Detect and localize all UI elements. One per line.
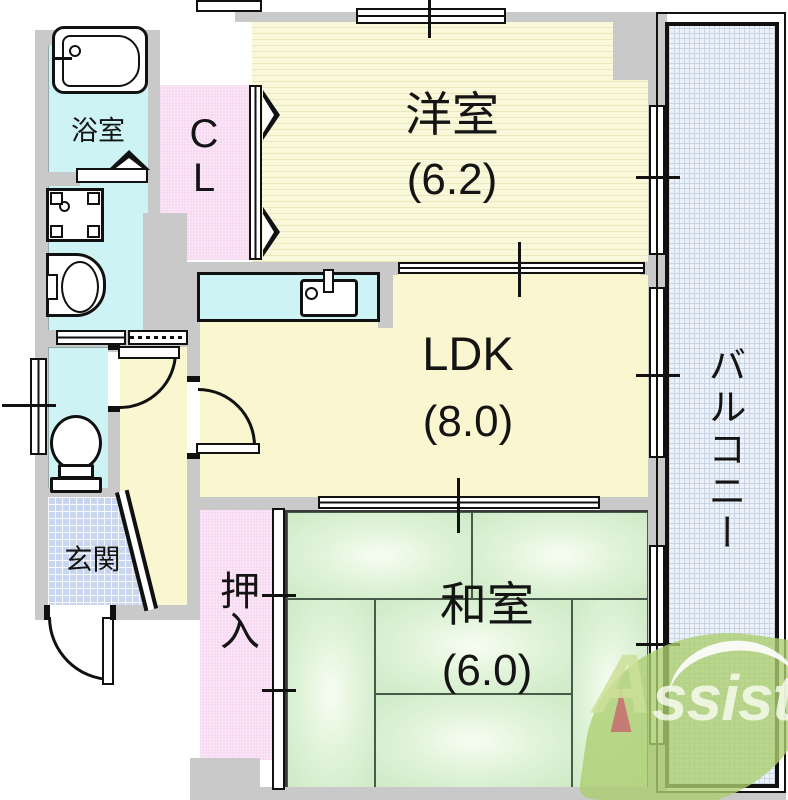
fusuma-tick [262, 594, 296, 597]
tatami-mat [287, 512, 472, 599]
door-opening [187, 382, 200, 453]
door-jamb [44, 605, 50, 620]
watermark-brand-rest: ssist [652, 662, 788, 734]
sliding-door [56, 330, 126, 345]
window [649, 287, 665, 458]
vent-window [196, 0, 262, 12]
door-jamb [108, 406, 120, 412]
wall [190, 758, 260, 790]
watermark-brand-a: A [592, 637, 653, 731]
room-label-entrance: 玄関 [64, 544, 121, 576]
fusuma-door [272, 508, 285, 790]
closet-door-leaf-icon [263, 214, 274, 250]
door-opening [50, 605, 110, 620]
door-jamb [110, 605, 116, 620]
wall [200, 262, 398, 275]
bathtub-tap-icon [52, 57, 72, 60]
wall [48, 172, 80, 186]
washing-machine-corner [50, 192, 63, 205]
room-label-oshiire: 押入 [214, 570, 258, 650]
tatami-mat [472, 512, 648, 599]
ldk-door-leaf [196, 443, 260, 454]
sliding-door-dashed [128, 330, 188, 345]
kitchen-faucet-icon [323, 269, 334, 293]
wall [35, 30, 48, 620]
wall [378, 262, 393, 328]
tatami-mat [375, 694, 572, 788]
room-size-japanese: (6.0) [441, 645, 533, 695]
toilet-base [50, 477, 102, 493]
bath-door-leaf-icon [116, 158, 142, 168]
wall-center-tick [428, 0, 431, 38]
oshiire-floor [200, 510, 272, 760]
closet-door-leaf-icon [263, 97, 274, 133]
kitchen-burner-dot [305, 287, 318, 300]
tatami-mat [375, 599, 572, 694]
room-label-closet: CL [182, 112, 226, 200]
door-jamb [187, 376, 200, 382]
window [356, 8, 506, 24]
bathtub-icon [52, 26, 148, 94]
wall-center-tick [457, 478, 460, 533]
fusuma-tick [262, 689, 296, 692]
washbasin-tap [46, 274, 58, 300]
washing-machine-icon [46, 188, 104, 242]
wall-center-tick [636, 374, 680, 377]
wall [200, 497, 318, 510]
western-room-floor [252, 22, 648, 262]
room-size-ldk: (8.0) [422, 396, 514, 446]
entrance-door-leaf [102, 617, 114, 685]
washing-machine-dot [59, 201, 70, 212]
closet-door [249, 85, 262, 260]
bathtub-inner [62, 35, 140, 87]
sliding-partition [398, 262, 645, 274]
wall [190, 787, 667, 800]
toilet-icon [50, 415, 102, 471]
door-jamb [187, 453, 200, 459]
window [649, 105, 665, 255]
washing-machine-corner [87, 225, 100, 238]
japanese-room-floor [285, 510, 648, 790]
room-label-western: 洋室 [405, 88, 499, 142]
wall-center-tick [2, 404, 56, 407]
washbasin-icon [46, 253, 106, 317]
door-jamb [108, 344, 120, 350]
room-size-western: (6.2) [406, 154, 498, 204]
washbasin-bowl [61, 261, 99, 313]
room-label-bath: 浴室 [71, 115, 125, 146]
wall-center-tick [518, 242, 521, 297]
wall [143, 213, 187, 333]
washing-machine-corner [87, 192, 100, 205]
wall-center-tick [636, 643, 680, 646]
wall [600, 497, 655, 510]
tatami-mat [287, 599, 375, 788]
room-label-ldk: LDK [422, 327, 514, 381]
room-label-balcony: バルコニー [701, 345, 744, 555]
washing-machine-corner [50, 225, 63, 238]
wall-center-tick [636, 176, 680, 179]
bathtub-drain-icon [69, 45, 81, 57]
room-label-japanese: 和室 [440, 578, 534, 632]
door-opening [108, 352, 120, 408]
bath-door [76, 168, 148, 183]
toilet-door-leaf [118, 346, 180, 359]
